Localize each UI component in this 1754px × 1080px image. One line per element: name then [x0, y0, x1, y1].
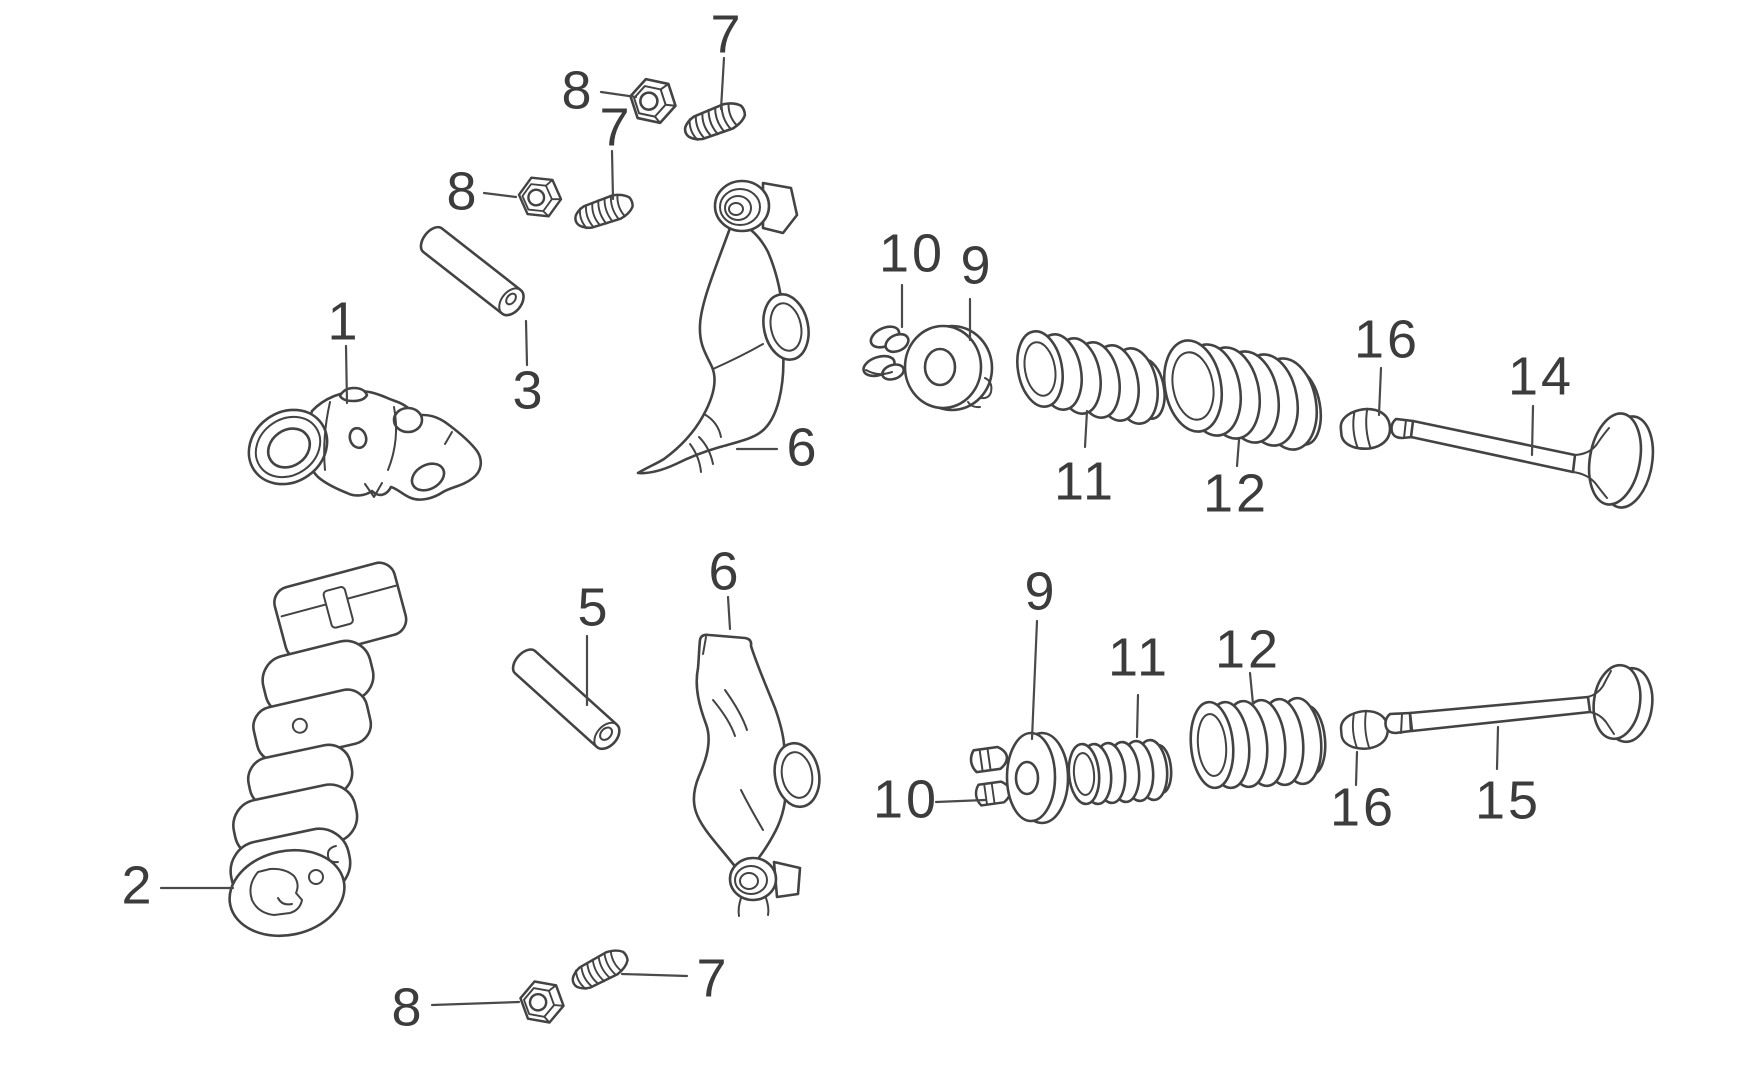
callout-label-7-upper-a: 7	[710, 4, 743, 64]
part-16-valve-stem-seal-lower	[1339, 709, 1389, 750]
part-10-valve-keepers-upper	[862, 325, 910, 381]
callout-leader-15	[1495, 725, 1500, 771]
callout-label-11-lower: 11	[1108, 627, 1170, 687]
part-7-adjusting-screw-upper-a	[683, 102, 747, 141]
callout-leader-11-lower	[1135, 693, 1140, 739]
callout-leader-14	[1530, 404, 1535, 457]
callout-label-2: 2	[121, 855, 154, 915]
part-10-valve-keepers-lower	[969, 745, 1012, 807]
callout-leader-7-upper-b	[610, 149, 615, 201]
part-5-rocker-shaft-pin	[511, 648, 621, 751]
callout-label-12-upper: 12	[1203, 463, 1269, 523]
callout-label-8-upper-a: 8	[561, 60, 594, 120]
part-9-spring-retainer-lower	[1005, 731, 1070, 825]
callout-leader-1	[344, 344, 349, 405]
part-15-valve	[1384, 663, 1654, 744]
callout-leader-7-upper-a	[719, 56, 726, 111]
callout-leader-6-lower	[726, 595, 732, 631]
part-1-rocker-arm-assembly	[247, 386, 483, 501]
callout-label-14: 14	[1508, 346, 1574, 406]
callout-label-5: 5	[577, 577, 610, 637]
callout-label-9-lower: 9	[1024, 561, 1057, 621]
part-14-valve	[1390, 412, 1655, 509]
part-3-rocker-shaft-pin	[419, 225, 525, 317]
callout-leader-11-upper	[1083, 409, 1089, 449]
part-7-adjusting-screw-upper-b	[574, 193, 634, 230]
part-11-inner-valve-spring-lower	[1067, 738, 1173, 806]
callout-leader-12-upper	[1235, 438, 1241, 468]
callout-leader-8-upper-a	[599, 90, 638, 99]
callout-leader-7-lower	[620, 972, 689, 978]
callout-label-8-upper-b: 8	[446, 161, 479, 221]
callout-leader-9-lower	[1030, 619, 1039, 741]
part-12-outer-valve-spring-lower	[1189, 696, 1327, 790]
callout-label-8-lower: 8	[391, 977, 424, 1037]
part-7-adjusting-screw-lower	[571, 949, 629, 990]
callout-label-10-upper: 10	[879, 223, 945, 283]
part-12-outer-valve-spring-upper	[1162, 339, 1323, 451]
callout-label-7-lower: 7	[696, 948, 729, 1008]
callout-leader-10-lower	[934, 798, 987, 804]
callout-label-1: 1	[327, 291, 360, 351]
callout-leader-8-upper-b	[482, 191, 518, 199]
callout-label-7-upper-b: 7	[599, 97, 632, 157]
callout-label-16-lower: 16	[1330, 777, 1396, 837]
callout-leader-12-lower	[1248, 671, 1255, 706]
part-2-camshaft	[228, 561, 408, 938]
part-6-rocker-arm-upper	[636, 179, 810, 475]
callout-label-16-upper: 16	[1354, 309, 1420, 369]
callout-label-12-lower: 12	[1215, 619, 1281, 679]
part-16-valve-stem-seal-upper	[1339, 407, 1392, 451]
part-8-lock-nut-lower	[519, 980, 565, 1024]
callout-leader-16-lower	[1354, 750, 1359, 787]
callout-label-15: 15	[1475, 770, 1541, 830]
callout-label-6-upper: 6	[786, 417, 819, 477]
callout-label-9-upper: 9	[960, 235, 993, 295]
callout-leader-3	[524, 319, 529, 367]
callout-label-6-lower: 6	[708, 541, 741, 601]
part-8-lock-nut-upper-a	[629, 77, 677, 125]
callout-label-10-lower: 10	[873, 769, 939, 829]
part-6-rocker-arm-lower	[692, 633, 821, 917]
part-9-spring-retainer-upper	[903, 324, 994, 412]
callout-leader-8-lower	[430, 1000, 521, 1007]
callout-label-11-upper: 11	[1054, 451, 1116, 511]
rocker-bushing-eye	[762, 293, 810, 361]
part-8-lock-nut-upper-b	[517, 176, 563, 218]
part-11-inner-valve-spring-upper	[1016, 330, 1166, 425]
rocker-bushing-eye	[773, 741, 821, 809]
callout-label-3: 3	[512, 360, 545, 420]
callout-leader-16-upper	[1377, 366, 1383, 417]
